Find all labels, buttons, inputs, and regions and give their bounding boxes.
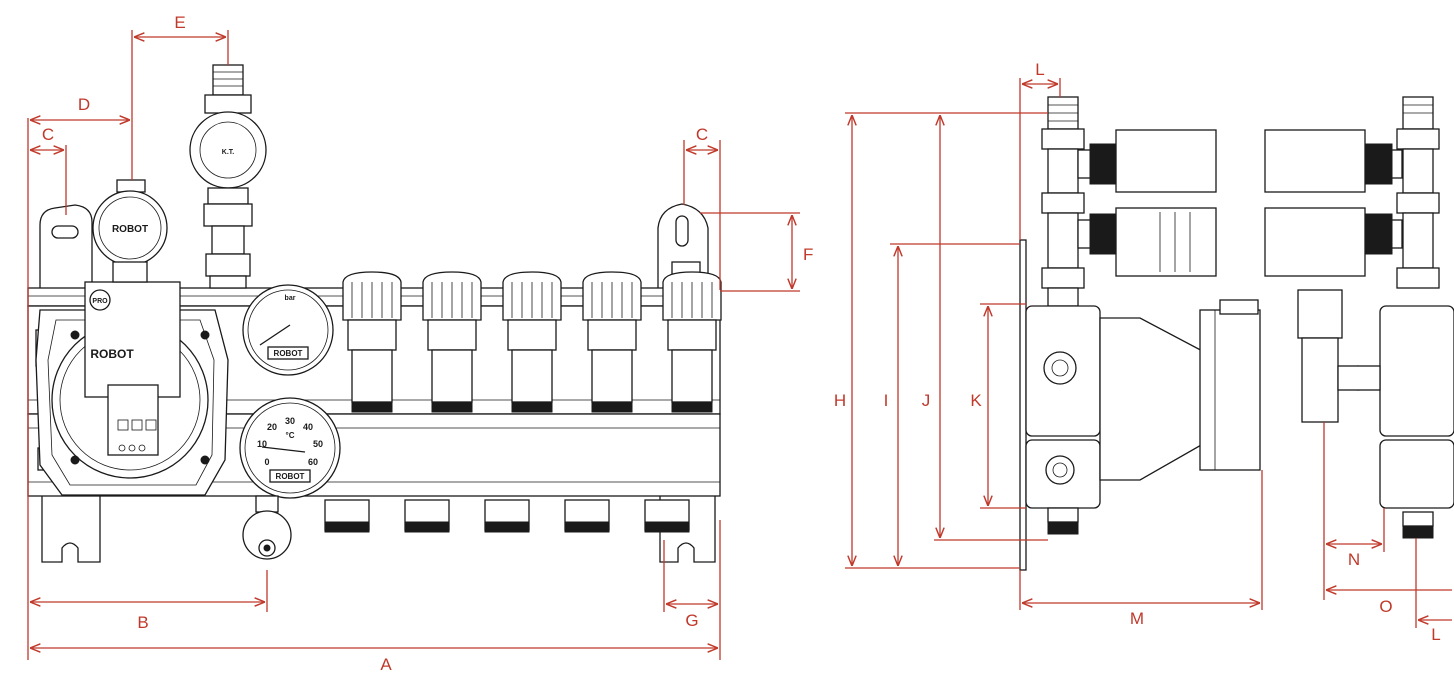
dim-label-m: M	[1130, 609, 1144, 628]
bar-label: bar	[285, 295, 296, 302]
dim-label-i: I	[884, 391, 889, 410]
dim-label-a: A	[380, 655, 392, 673]
dim-label-l-top: L	[1035, 60, 1044, 79]
dim-label-j: J	[922, 391, 931, 410]
dim-label-k: K	[970, 391, 982, 410]
dim-label-g: G	[685, 611, 698, 630]
valve-brand-label: ROBOT	[112, 224, 148, 235]
thermo-tick-20: 20	[267, 422, 277, 432]
valve-head-2	[422, 271, 482, 413]
pump-top-valve: ROBOT	[92, 179, 168, 283]
dim-label-e: E	[174, 13, 185, 32]
valve-head-4	[582, 271, 642, 413]
thermometer: 0 10 20 30 40 50 60 °C ROBOT	[239, 397, 341, 499]
pump-brand-label: ROBOT	[90, 347, 134, 361]
valve-head-1	[342, 271, 402, 413]
side-view	[1019, 96, 1454, 571]
front-view: PRO ROBOT wilo ROBOT	[27, 64, 722, 563]
dim-label-f: F	[803, 245, 813, 264]
dim-label-h: H	[834, 391, 846, 410]
right-bracket-slot	[675, 215, 689, 247]
pressure-gauge: bar ROBOT	[242, 284, 334, 376]
thermometer-brand: ROBOT	[276, 472, 305, 481]
celsius-label: °C	[286, 431, 295, 440]
thermo-tick-0: 0	[264, 457, 269, 467]
side-pump	[1099, 317, 1211, 481]
thermo-tick-50: 50	[313, 439, 323, 449]
dim-label-c-left: C	[42, 125, 54, 144]
dimension-lines: A B G C D E C F H	[27, 13, 1452, 673]
dim-label-c-right: C	[696, 125, 708, 144]
left-bottom-bracket	[41, 494, 101, 563]
dim-label-b: B	[137, 613, 148, 632]
left-top-bracket	[39, 204, 93, 291]
bottom-outlets	[324, 499, 690, 533]
circulation-pump: PRO ROBOT wilo	[35, 281, 229, 496]
drain-valve	[242, 495, 292, 560]
left-bracket-slot	[51, 225, 79, 239]
thermo-tick-60: 60	[308, 457, 318, 467]
dim-label-d: D	[78, 95, 90, 114]
valve-tag-label: K.T.	[222, 149, 235, 156]
thermo-tick-10: 10	[257, 439, 267, 449]
pressure-gauge-brand: ROBOT	[274, 349, 303, 358]
valve-head-3	[502, 271, 562, 413]
dim-label-n: N	[1348, 550, 1360, 569]
bypass-valve: K.T.	[189, 64, 267, 289]
pro-label: PRO	[92, 298, 108, 305]
valve-head-5	[662, 261, 722, 413]
dim-label-o: O	[1379, 597, 1392, 616]
top-valve-heads	[342, 261, 722, 413]
dim-label-l-bottom: L	[1431, 625, 1440, 644]
thermo-tick-40: 40	[303, 422, 313, 432]
wall-plate	[1019, 239, 1027, 571]
thermo-tick-30: 30	[285, 416, 295, 426]
